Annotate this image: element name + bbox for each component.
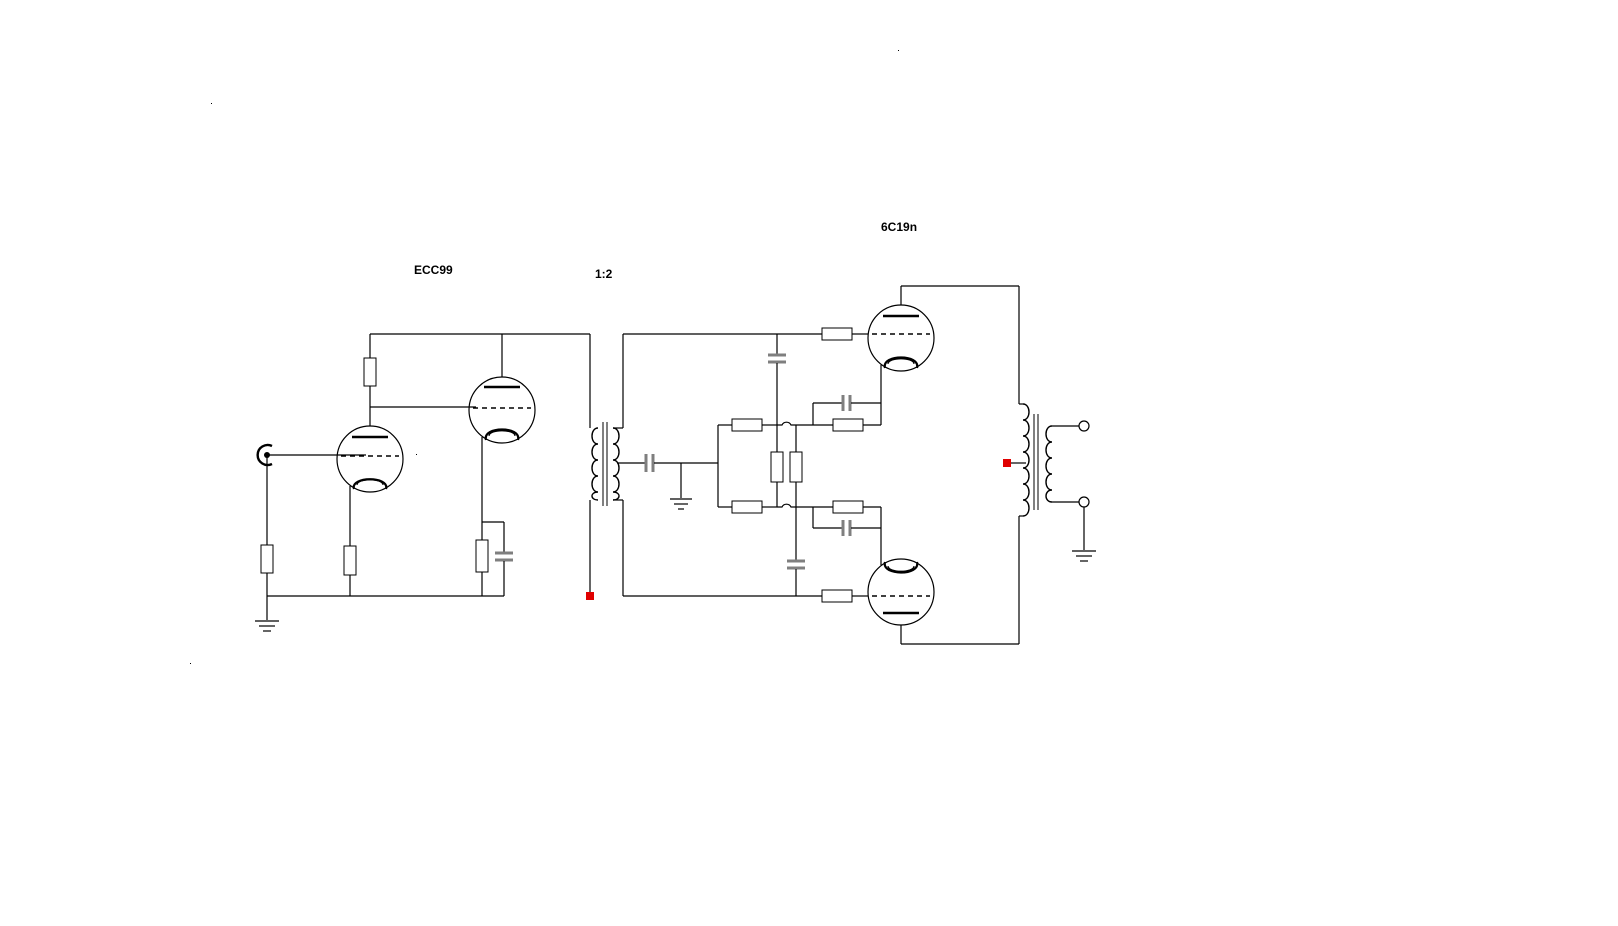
stray-dots bbox=[190, 50, 899, 664]
input-resistor bbox=[260, 544, 274, 574]
cathode-resistor-1 bbox=[343, 545, 357, 576]
output-transformer bbox=[1010, 286, 1080, 644]
screen-resistor-lower bbox=[832, 500, 864, 514]
tube-6c19n-lower bbox=[867, 558, 935, 626]
label-transformer-ratio: 1:2 bbox=[595, 267, 613, 281]
bias-pot-right bbox=[789, 451, 803, 483]
screen-resistor-upper bbox=[832, 418, 864, 432]
grid-stopper-lower bbox=[821, 589, 853, 603]
marker-red-1 bbox=[586, 592, 594, 600]
tube-ecc99-second bbox=[468, 376, 536, 444]
bias-network bbox=[623, 327, 881, 603]
grid-stopper-upper bbox=[821, 327, 853, 341]
tube-ecc99-first bbox=[336, 425, 404, 493]
coupling-capacitor-upper bbox=[768, 353, 786, 364]
interstage-transformer bbox=[589, 334, 645, 596]
bias-pot-left bbox=[770, 451, 784, 483]
bias-resistor-upper bbox=[731, 418, 763, 432]
output-terminal-hot bbox=[1078, 420, 1090, 432]
cathode-bypass-capacitor bbox=[495, 551, 513, 562]
tube-6c19n-upper bbox=[867, 304, 935, 372]
plate-resistor-1 bbox=[363, 357, 377, 387]
center-tap-capacitor bbox=[644, 454, 655, 472]
ground-symbol-output bbox=[1072, 550, 1096, 562]
label-6c19n: 6C19n bbox=[881, 220, 918, 234]
output-terminal-ground bbox=[1078, 496, 1090, 508]
cathode-resistor-2 bbox=[475, 539, 489, 573]
input-stage bbox=[255, 333, 590, 632]
output-terminals bbox=[1072, 420, 1096, 562]
bias-resistor-lower bbox=[731, 500, 763, 514]
ground-symbol-input bbox=[255, 620, 279, 632]
marker-red-2 bbox=[1003, 459, 1011, 467]
coupling-capacitor-lower bbox=[787, 559, 805, 570]
cathode-capacitor-lower bbox=[841, 520, 852, 536]
cathode-capacitor-upper bbox=[841, 395, 852, 411]
label-ecc99: ECC99 bbox=[414, 263, 453, 277]
ground-symbol-bias bbox=[670, 498, 692, 510]
